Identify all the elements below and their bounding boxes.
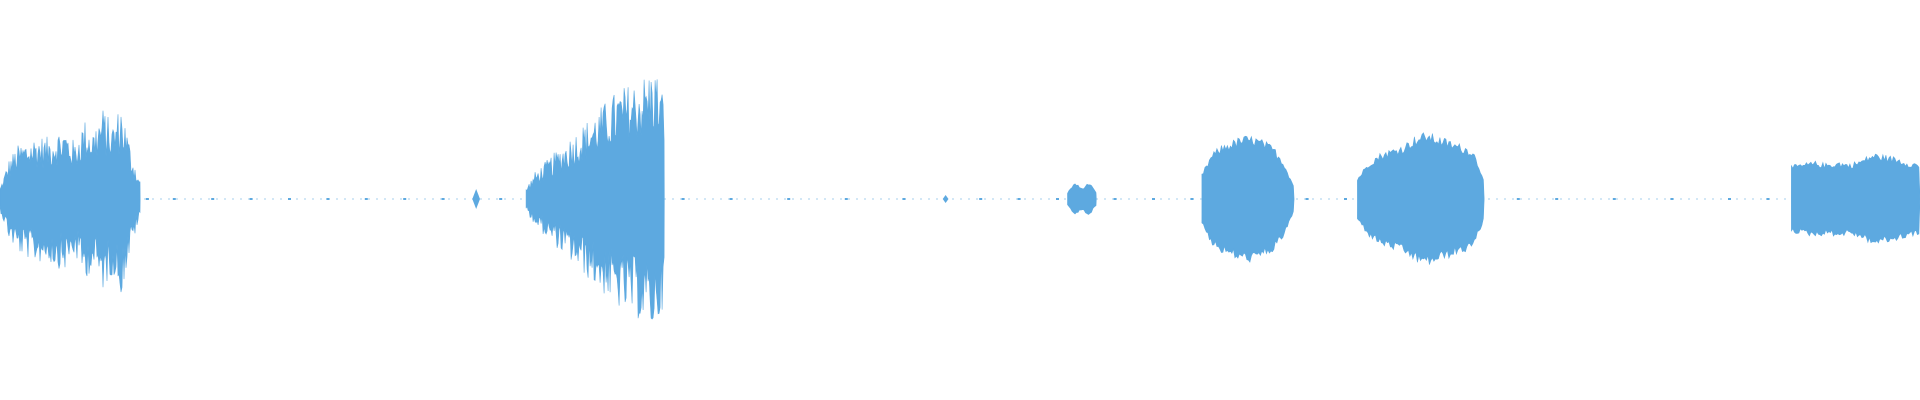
baseline-tick: [1728, 198, 1731, 200]
baseline-tick: [979, 198, 983, 200]
audio-segment: [472, 189, 480, 209]
baseline-tick: [1305, 198, 1309, 200]
waveform-body: [525, 79, 665, 320]
baseline-tick: [499, 198, 503, 200]
baseline-tick: [1555, 198, 1559, 200]
baseline-tick: [364, 198, 368, 200]
audio-segment: [525, 79, 665, 320]
baseline-tick: [441, 198, 445, 200]
baseline-tick: [249, 198, 253, 200]
baseline-tick: [844, 198, 848, 200]
waveform-body: [0, 110, 141, 293]
audio-segment: [1357, 132, 1485, 265]
waveform-body: [1357, 132, 1485, 265]
waveform-blip: [472, 189, 480, 209]
baseline-tick: [1670, 198, 1674, 200]
baseline-tick: [902, 198, 906, 200]
baseline-tick: [1190, 198, 1194, 200]
baseline-tick: [326, 198, 330, 200]
waveform-body: [1791, 153, 1920, 244]
baseline-tick: [172, 198, 176, 200]
baseline-tick: [1766, 198, 1770, 200]
waveform-body: [1067, 183, 1097, 215]
baseline-tick: [681, 198, 685, 200]
baseline-tick: [145, 198, 149, 200]
baseline-tick: [1344, 198, 1347, 200]
audio-segment: [1201, 135, 1295, 263]
baseline-tick: [1056, 198, 1059, 200]
audio-segment: [1067, 183, 1097, 215]
audio-segment: [0, 110, 141, 293]
baseline-tick: [1612, 198, 1616, 200]
baseline-tick: [729, 198, 733, 200]
baseline-tick: [403, 198, 407, 200]
baseline-tick: [211, 198, 215, 200]
baseline-tick: [1516, 198, 1520, 200]
baseline-tick: [787, 198, 791, 200]
baseline-tick: [1017, 198, 1021, 200]
waveform-body: [1201, 135, 1295, 263]
audio-segment: [1791, 153, 1920, 244]
audio-segment: [942, 195, 949, 203]
baseline-tick: [1152, 198, 1155, 200]
baseline-tick: [1113, 198, 1117, 200]
baseline-tick: [288, 198, 291, 200]
waveform-blip: [942, 195, 949, 203]
